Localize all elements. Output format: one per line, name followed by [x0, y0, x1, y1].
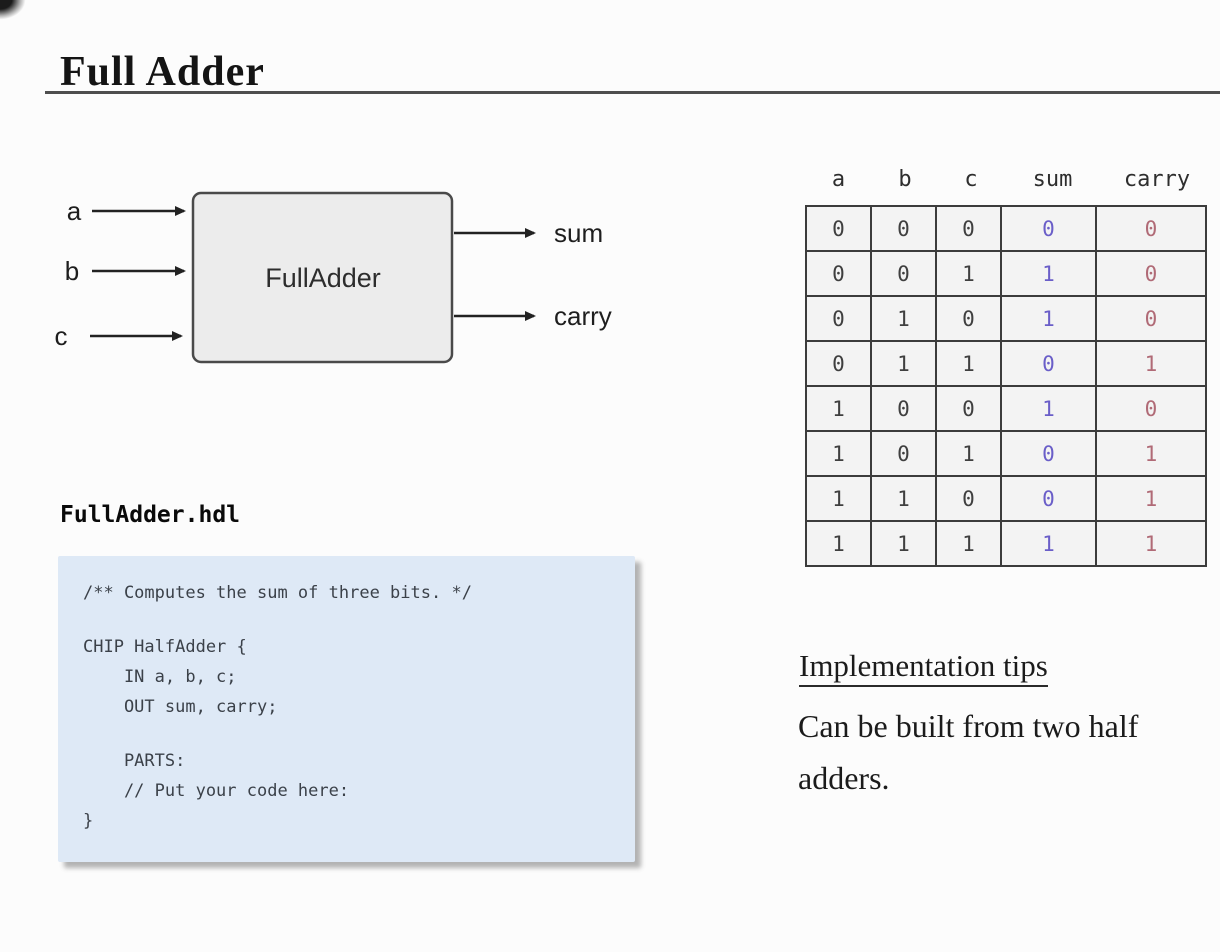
column-header-a: a [831, 166, 846, 192]
hdl-code-block: /** Computes the sum of three bits. */ CH… [58, 556, 635, 862]
cell-b: 1 [870, 295, 937, 342]
column-header-sum: sum [1032, 166, 1073, 192]
cell-c: 0 [935, 475, 1002, 522]
cell-sum: 0 [1000, 340, 1097, 387]
cell-b: 0 [870, 250, 937, 297]
cell-b: 0 [870, 385, 937, 432]
implementation-tips-body: Can be built from two half adders. [798, 708, 1139, 796]
cell-a: 1 [805, 430, 872, 477]
cell-a: 1 [805, 385, 872, 432]
cell-carry: 0 [1095, 250, 1207, 297]
cell-a: 1 [805, 475, 872, 522]
input-b-label: b [65, 256, 79, 286]
cell-c: 1 [935, 250, 1002, 297]
code-line: /** Computes the sum of three bits. */ [83, 583, 472, 603]
code-line [83, 722, 635, 746]
truth-table-headers: a b c sum carry [805, 162, 1213, 196]
chip-label: FullAdder [265, 263, 381, 293]
cell-b: 0 [870, 205, 937, 252]
cell-carry: 1 [1095, 430, 1207, 477]
code-lines: /** Computes the sum of three bits. */ CH… [83, 578, 635, 836]
cell-sum: 1 [1000, 520, 1097, 567]
cell-sum: 1 [1000, 385, 1097, 432]
cell-sum: 0 [1000, 475, 1097, 522]
cell-carry: 1 [1095, 475, 1207, 522]
cell-sum: 0 [1000, 205, 1097, 252]
output-carry-label: carry [554, 301, 612, 331]
cell-b: 1 [870, 475, 937, 522]
column-header-c: c [964, 166, 978, 192]
code-line: // Put your code here: [83, 781, 350, 801]
implementation-tips-heading-text: Implementation tips [799, 648, 1048, 687]
code-line: IN a, b, c; [83, 667, 237, 687]
input-a-label: a [67, 196, 82, 226]
cell-a: 0 [805, 205, 872, 252]
full-adder-diagram: FullAdder a b c sum carry [55, 191, 612, 364]
cell-carry: 1 [1095, 340, 1207, 387]
cell-a: 0 [805, 340, 872, 387]
cell-b: 1 [870, 520, 937, 567]
cell-sum: 1 [1000, 295, 1097, 342]
implementation-tips-heading: Implementation tips [799, 648, 1048, 687]
code-line: OUT sum, carry; [83, 697, 278, 717]
cell-c: 0 [935, 205, 1002, 252]
cell-c: 0 [935, 295, 1002, 342]
cell-carry: 0 [1095, 295, 1207, 342]
cell-c: 0 [935, 385, 1002, 432]
video-corner-artifact [0, 0, 30, 26]
cell-carry: 1 [1095, 520, 1207, 567]
cell-carry: 0 [1095, 205, 1207, 252]
code-line [83, 608, 635, 632]
title-underline-rule [45, 91, 1220, 94]
code-line: PARTS: [83, 751, 186, 771]
column-header-carry: carry [1123, 166, 1191, 192]
cell-a: 0 [805, 250, 872, 297]
input-c-label: c [55, 321, 68, 351]
cell-c: 1 [935, 520, 1002, 567]
cell-c: 1 [935, 340, 1002, 387]
output-sum-label: sum [554, 218, 603, 248]
cell-b: 0 [870, 430, 937, 477]
cell-a: 0 [805, 295, 872, 342]
code-line: CHIP HalfAdder { [83, 637, 247, 657]
chip-box [191, 191, 454, 364]
hdl-filename-label: FullAdder.hdl [60, 502, 241, 528]
cell-carry: 0 [1095, 385, 1207, 432]
cell-sum: 0 [1000, 430, 1097, 477]
cell-sum: 1 [1000, 250, 1097, 297]
cell-a: 1 [805, 520, 872, 567]
column-header-b: b [898, 166, 912, 192]
cell-c: 1 [935, 430, 1002, 477]
code-line: } [83, 811, 94, 831]
cell-b: 1 [870, 340, 937, 387]
page-title: Full Adder [60, 49, 265, 96]
